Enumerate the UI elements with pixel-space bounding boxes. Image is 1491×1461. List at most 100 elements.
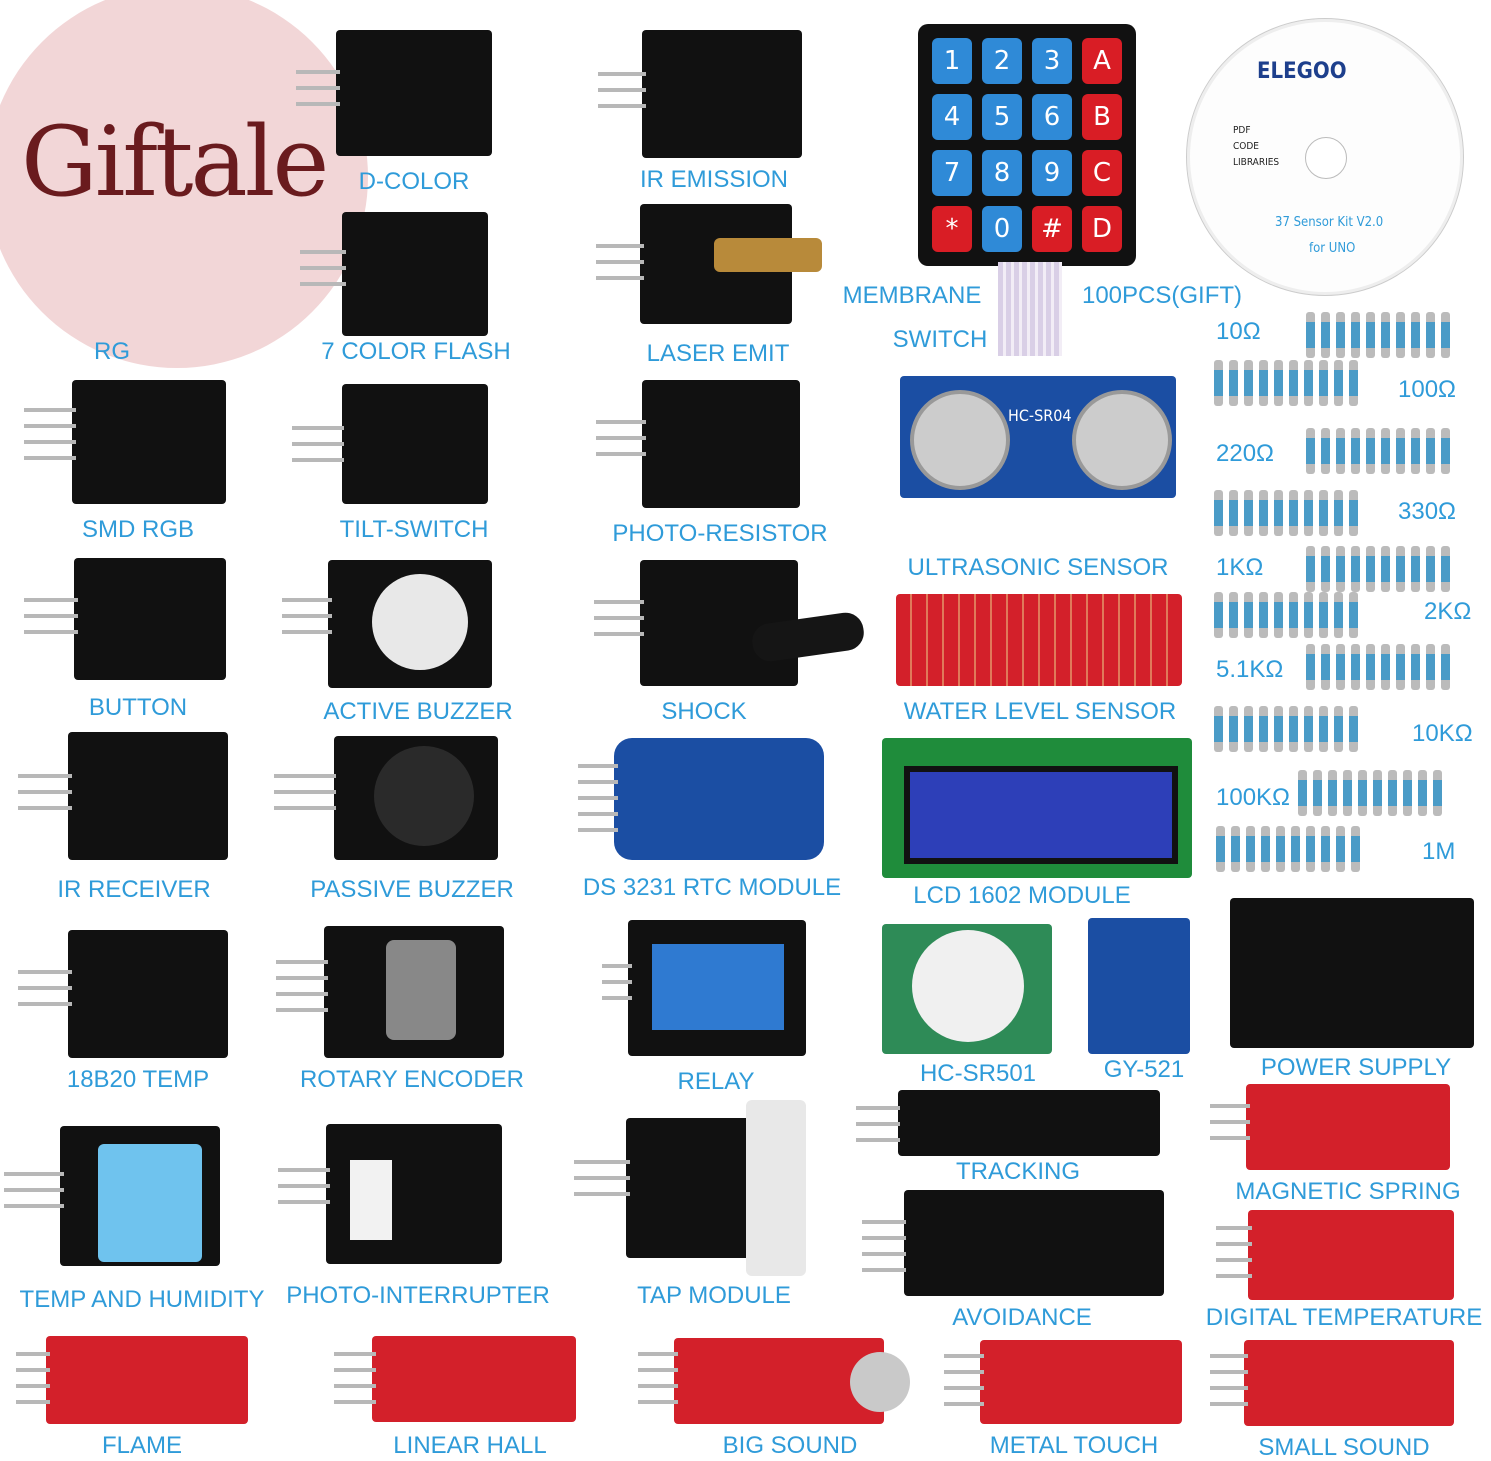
rotary-encoder-module [324,926,504,1058]
resistor-strip-3 [1306,428,1456,478]
keypad-key: # [1032,206,1072,252]
big-sound-microphone [850,1352,910,1412]
label-digital-temperature: DIGITAL TEMPERATURE [1205,1304,1483,1331]
temp-humidity-module [60,1126,220,1266]
resistor-strip-7 [1306,644,1456,694]
label-passive-buzzer: PASSIVE BUZZER [310,876,514,903]
resistor-strip-5 [1306,546,1456,596]
keypad-key: 7 [932,150,972,196]
cd-hub [1305,137,1347,179]
label-avoidance: AVOIDANCE [952,1304,1092,1331]
resistor-label-100: 100Ω [1398,376,1456,403]
keypad-key: 2 [982,38,1022,84]
keypad-key: 8 [982,150,1022,196]
cd-title: 37 Sensor Kit V2.0 [1275,215,1384,230]
label-active-buzzer: ACTIVE BUZZER [323,698,513,725]
label-rotary-encoder: ROTARY ENCODER [299,1066,525,1093]
keypad-key: 5 [982,94,1022,140]
label-photo-resistor: PHOTO-RESISTOR [612,520,828,547]
label-switch: SWITCH [892,326,988,353]
cd-line-2: CODE [1233,141,1259,152]
label-tracking: TRACKING [955,1158,1081,1185]
ir-receiver-module [68,732,228,860]
active-buzzer-module [328,560,492,688]
flame-module [46,1336,248,1424]
ir-emission-module [642,30,802,158]
label-magnetic-spring: MAGNETIC SPRING [1235,1178,1461,1205]
label-membrane: MEMBRANE [842,282,982,309]
relay-module [628,920,806,1056]
resistor-label-10: 10Ω [1216,318,1261,345]
label-rgb: RG [94,338,130,365]
resistor-label-220: 220Ω [1216,440,1274,467]
label-tilt-switch: TILT-SWITCH [339,516,489,543]
tracking-module [898,1090,1160,1156]
label-linear-hall: LINEAR HALL [393,1432,547,1459]
resistor-strip-4 [1214,490,1364,540]
laser-head [714,238,822,272]
label-18b20-temp: 18B20 TEMP [66,1066,210,1093]
lcd-1602-module [882,738,1192,878]
ultrasonic-module: HC-SR04 [900,376,1176,498]
label-laser-emit: LASER EMIT [646,340,790,367]
power-supply-module [1230,898,1474,1048]
label-100pcs-gift: 100PCS(GIFT) [1081,282,1243,309]
label-shock: SHOCK [661,698,747,725]
giftale-watermark: Giftale [0,0,368,368]
small-sound-module [1244,1340,1454,1426]
resistor-label-1k: 1KΩ [1216,554,1264,581]
keypad-key: C [1082,150,1122,196]
cd-brand: ELEGOO [1257,59,1347,84]
resistor-label-100k: 100KΩ [1216,784,1290,811]
label-water-level-sensor: WATER LEVEL SENSOR [903,698,1177,725]
resistor-strip-10 [1216,826,1366,876]
keypad-key: B [1082,94,1122,140]
keypad-key: 0 [982,206,1022,252]
resistor-label-2k: 2KΩ [1424,598,1472,625]
avoidance-module [904,1190,1164,1296]
keypad-key: A [1082,38,1122,84]
big-sound-module [674,1338,884,1424]
magnetic-spring-module [1246,1084,1450,1170]
linear-hall-module [372,1336,576,1422]
resistor-strip-8 [1214,706,1364,756]
label-photo-interrupter: PHOTO-INTERRUPTER [286,1282,550,1309]
tilt-switch-module [342,384,488,504]
resistor-strip-2 [1214,360,1364,410]
label-smd-rgb: SMD RGB [81,516,195,543]
cd-subtitle: for UNO [1309,241,1356,256]
label-ir-receiver: IR RECEIVER [57,876,211,903]
label-tap-module: TAP MODULE [637,1282,791,1309]
digital-temperature-module [1248,1210,1454,1300]
keypad-key: 4 [932,94,972,140]
label-metal-touch: METAL TOUCH [989,1432,1159,1459]
label-two-color: D-COLOR [358,168,470,195]
ultrasonic-text: HC-SR04 [1008,406,1072,425]
label-power-supply: POWER SUPPLY [1260,1054,1452,1081]
resistor-label-5-1k: 5.1KΩ [1216,656,1284,683]
resource-cd: ELEGOO PDF CODE LIBRARIES 37 Sensor Kit … [1186,18,1464,296]
label-flame: FLAME [101,1432,183,1459]
label-lcd-1602: LCD 1602 MODULE [913,882,1131,909]
resistor-strip-6 [1214,592,1364,642]
passive-buzzer-module [334,736,498,860]
two-color-module [336,30,492,156]
gy521-module [1088,918,1190,1054]
label-big-sound: BIG SOUND [722,1432,858,1459]
label-button: BUTTON [88,694,188,721]
photo-resistor-module [642,380,800,508]
button-module [74,558,226,680]
keypad-ribbon-cable [998,262,1062,356]
keypad-key: 6 [1032,94,1072,140]
label-small-sound: SMALL SOUND [1258,1434,1430,1461]
keypad-key: 9 [1032,150,1072,196]
label-gy-521: GY-521 [1103,1056,1185,1083]
cd-line-3: LIBRARIES [1233,157,1280,168]
label-hc-sr501: HC-SR501 [919,1060,1037,1087]
tap-module [626,1100,806,1276]
pir-module [882,924,1052,1054]
cd-line-1: PDF [1233,125,1251,136]
resistor-strip-1 [1306,312,1456,362]
resistor-strip-9 [1298,770,1448,820]
